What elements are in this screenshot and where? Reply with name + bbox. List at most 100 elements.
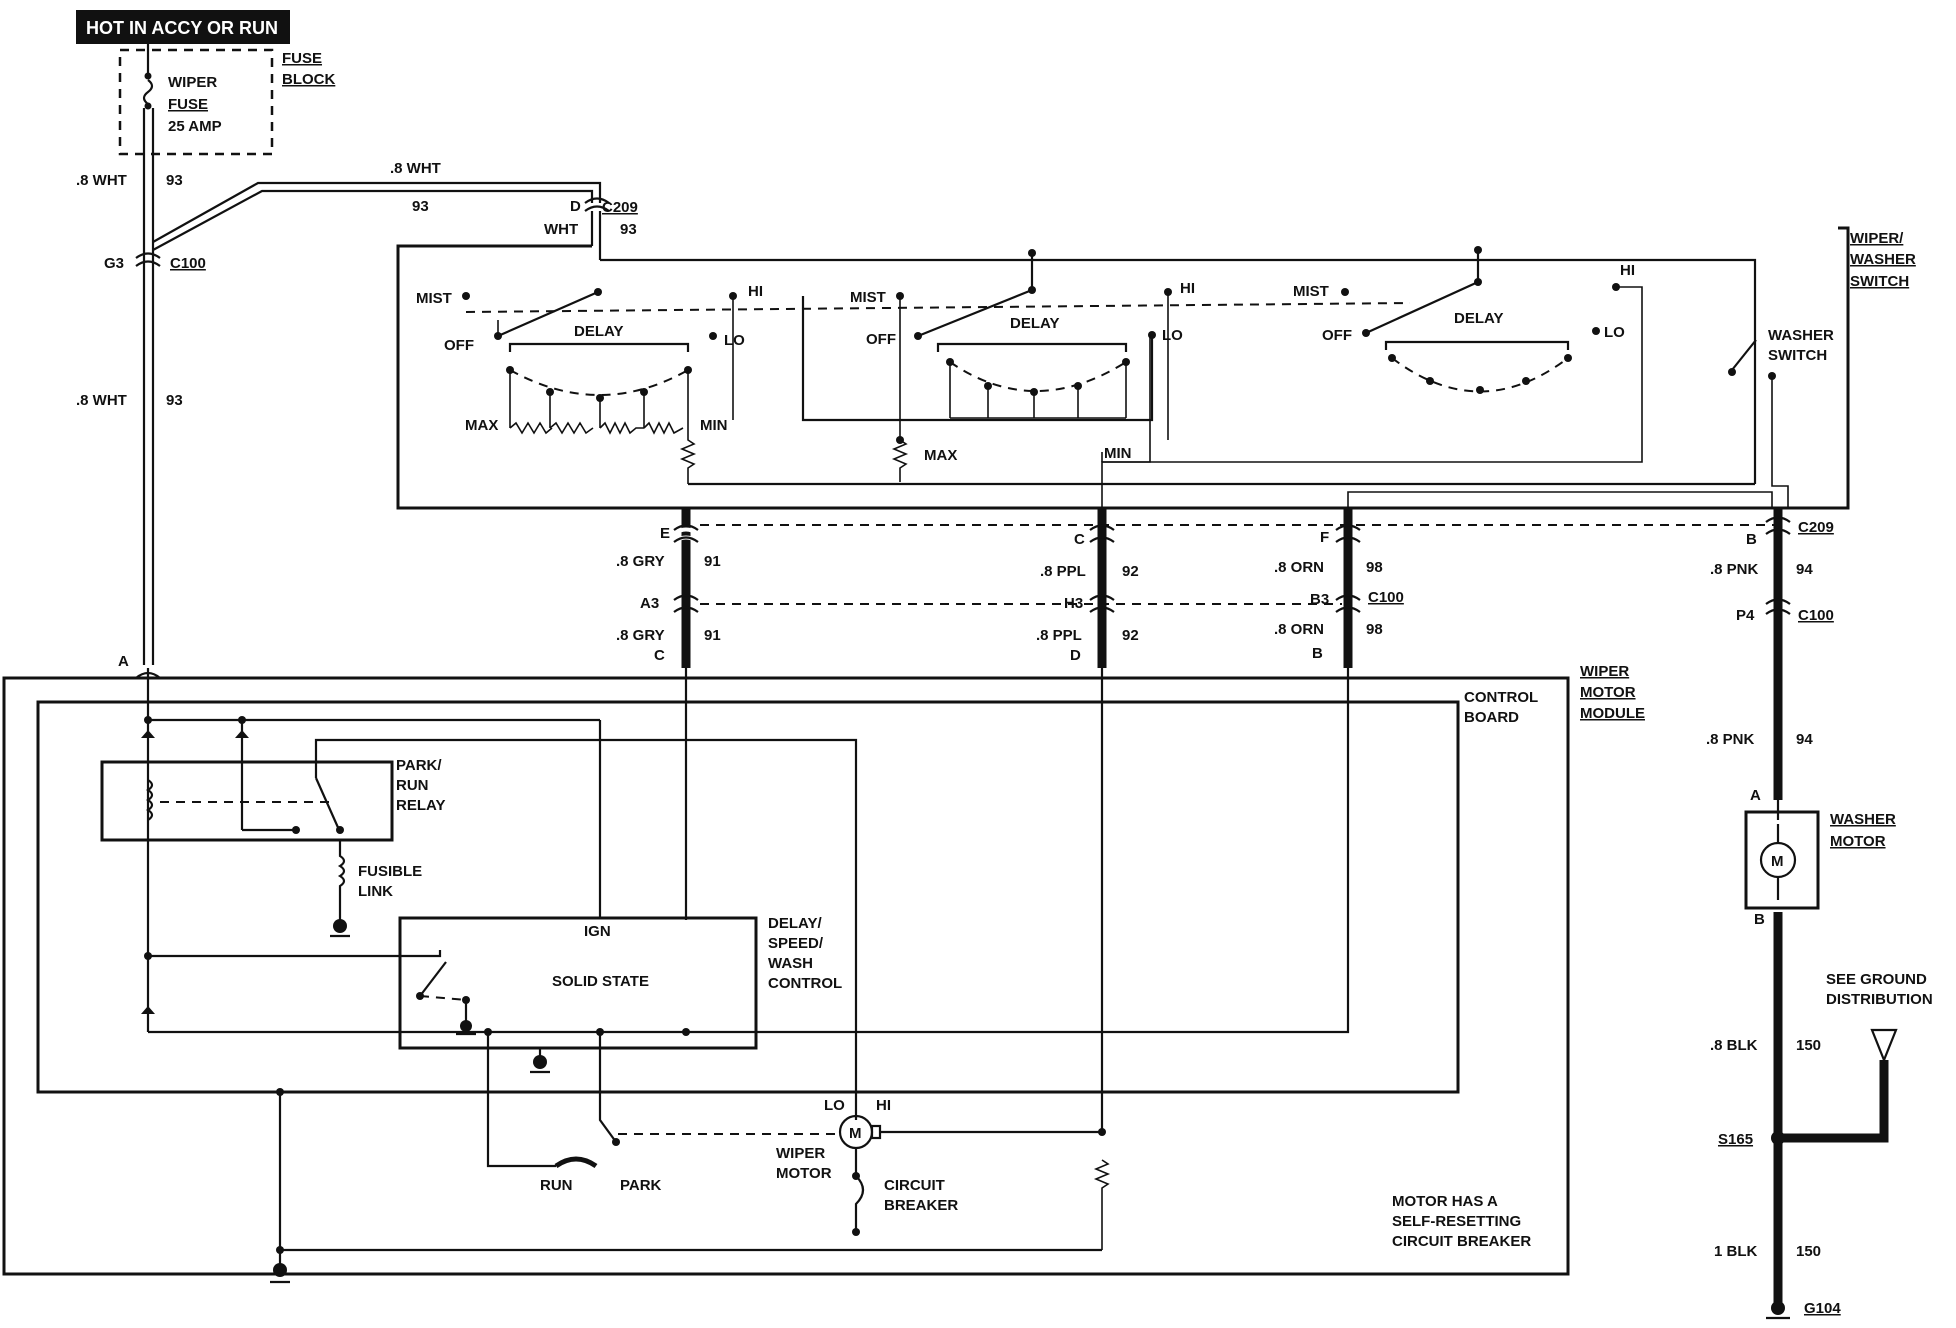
gry-lower-circuit: 91 <box>704 627 721 644</box>
fuse-terminal-bottom <box>144 102 152 110</box>
connector-e: E <box>660 525 670 542</box>
s2-hi-label: HI <box>1180 280 1195 297</box>
orn-upper-gauge: .8 ORN <box>1274 559 1324 576</box>
s3-lo-contact <box>1592 327 1600 335</box>
connector-d-module: D <box>1070 647 1081 664</box>
washer-switch-arm <box>1731 339 1757 371</box>
pnk-upper-gauge: .8 PNK <box>1710 561 1759 578</box>
power-source-banner <box>76 10 290 44</box>
module-title2: MOTOR <box>1580 684 1636 701</box>
control-line4: CONTROL <box>768 975 842 992</box>
connector-b3: B3 <box>1310 591 1329 608</box>
wiper-motor-line1: WIPER <box>776 1145 825 1162</box>
connector-c-switch: C <box>1074 531 1085 548</box>
motor-lo-label: LO <box>824 1097 845 1114</box>
solid-state-control-box <box>398 916 758 1050</box>
branch-wire-93-outer <box>152 181 602 243</box>
s2-delay-arc <box>949 361 1127 392</box>
connector-b-c209: B <box>1746 531 1757 548</box>
s1-hi-label: HI <box>748 283 763 300</box>
gry-lower-gauge: .8 GRY <box>616 627 665 644</box>
note-line3: CIRCUIT BREAKER <box>1392 1233 1531 1250</box>
solid-state-label: SOLID STATE <box>552 973 649 990</box>
feed-lower-circuit: 93 <box>166 392 183 409</box>
splice-s165-label: S165 <box>1718 1131 1753 1148</box>
wiper-motor-module-outline <box>2 676 1570 1276</box>
s2-delay-bracket <box>936 342 1128 352</box>
park-label: PARK <box>620 1177 662 1194</box>
washer-switch-contact-a <box>1728 368 1736 376</box>
gry-upper-circuit: 91 <box>704 553 721 570</box>
control-line3: WASH <box>768 955 813 972</box>
circuit-breaker <box>854 1148 865 1232</box>
s3-delay-bracket <box>1384 340 1570 350</box>
switch-title-line3: SWITCH <box>1850 273 1909 290</box>
s2-switch-arm <box>917 288 1033 338</box>
s3-delay-label: DELAY <box>1454 310 1503 327</box>
park-run-relay-box <box>100 760 394 842</box>
s1-mist-contact <box>462 292 470 300</box>
washer-motor-box <box>1744 810 1820 910</box>
washer-motor-title2: MOTOR <box>1830 833 1886 850</box>
motor-hi-label: HI <box>876 1097 891 1114</box>
pnk-lower-gauge: .8 PNK <box>1706 731 1755 748</box>
fuse-label-line3: 25 AMP <box>168 118 222 135</box>
pnk-lower-circuit: 94 <box>1796 731 1813 748</box>
note-line2: SELF-RESETTING <box>1392 1213 1521 1230</box>
note-line1: MOTOR HAS A <box>1392 1193 1498 1210</box>
connector-c100-p4: C100 <box>1798 607 1834 624</box>
s3-lo-label: LO <box>1604 324 1625 341</box>
washer-switch-output <box>1771 376 1789 508</box>
switch-supply-bus <box>600 258 1757 370</box>
connector-c209-d: C209 <box>602 199 638 216</box>
s2-lo-label: LO <box>1162 327 1183 344</box>
control-board-line2: BOARD <box>1464 709 1519 726</box>
fuse-block-title-line2: BLOCK <box>282 71 335 88</box>
park-wire <box>598 1032 617 1143</box>
connector-a3: A3 <box>640 595 659 612</box>
s2-mist-label: MIST <box>850 289 886 306</box>
branch-circuit: 93 <box>412 198 429 215</box>
switch-title-line1: WIPER/ <box>1850 230 1904 247</box>
run-label: RUN <box>540 1177 573 1194</box>
blk-upper-gauge: .8 BLK <box>1710 1037 1758 1054</box>
s1-delay-arc <box>509 369 689 396</box>
s3-mist-contact <box>1341 288 1349 296</box>
orn-upper-circuit: 98 <box>1366 559 1383 576</box>
connector-a-washer: A <box>1750 787 1761 804</box>
orn-98-input <box>148 668 1350 1034</box>
control-board-outline <box>36 700 1460 1094</box>
feed-lower-gauge: .8 WHT <box>76 392 127 409</box>
fusible-line2: LINK <box>358 883 393 900</box>
connector-c209-b: C209 <box>1798 519 1834 536</box>
switch-housing-outline <box>396 226 1850 510</box>
switch-mechanical-linkage <box>465 302 1411 313</box>
connector-c-module: C <box>654 647 665 664</box>
orn-lower-gauge: .8 ORN <box>1274 621 1324 638</box>
relay-coil <box>145 779 154 821</box>
orn-lower-circuit: 98 <box>1366 621 1383 638</box>
c209-connector-upper-d <box>584 197 610 204</box>
s3-delay-arc <box>1391 357 1569 393</box>
see-ground-line1: SEE GROUND <box>1826 971 1927 988</box>
washer-motor-m: M <box>1771 853 1784 870</box>
connector-h3: H3 <box>1064 595 1083 612</box>
fuse-label-line2: FUSE <box>168 96 208 113</box>
washer-motor-title1: WASHER <box>1830 811 1896 828</box>
switch-title-line2: WASHER <box>1850 251 1916 268</box>
fuse-block-title-line1: FUSE <box>282 50 322 67</box>
s1-min-label: MIN <box>700 417 728 434</box>
connector-b-washer: B <box>1754 911 1765 928</box>
ign-label: IGN <box>584 923 611 940</box>
s3-hi-return <box>1102 286 1643 463</box>
branch-wire-93-inner <box>152 189 594 251</box>
s2-hi-return <box>801 296 1154 422</box>
connector-c100-g3: C100 <box>170 255 206 272</box>
s1-off-label: OFF <box>444 337 474 354</box>
ppl-lower-circuit: 92 <box>1122 627 1139 644</box>
s2-max-label: MAX <box>924 447 957 464</box>
section2-feed-node <box>1028 249 1036 257</box>
s3-switch-arm <box>1365 280 1479 335</box>
breaker-line2: BREAKER <box>884 1197 958 1214</box>
